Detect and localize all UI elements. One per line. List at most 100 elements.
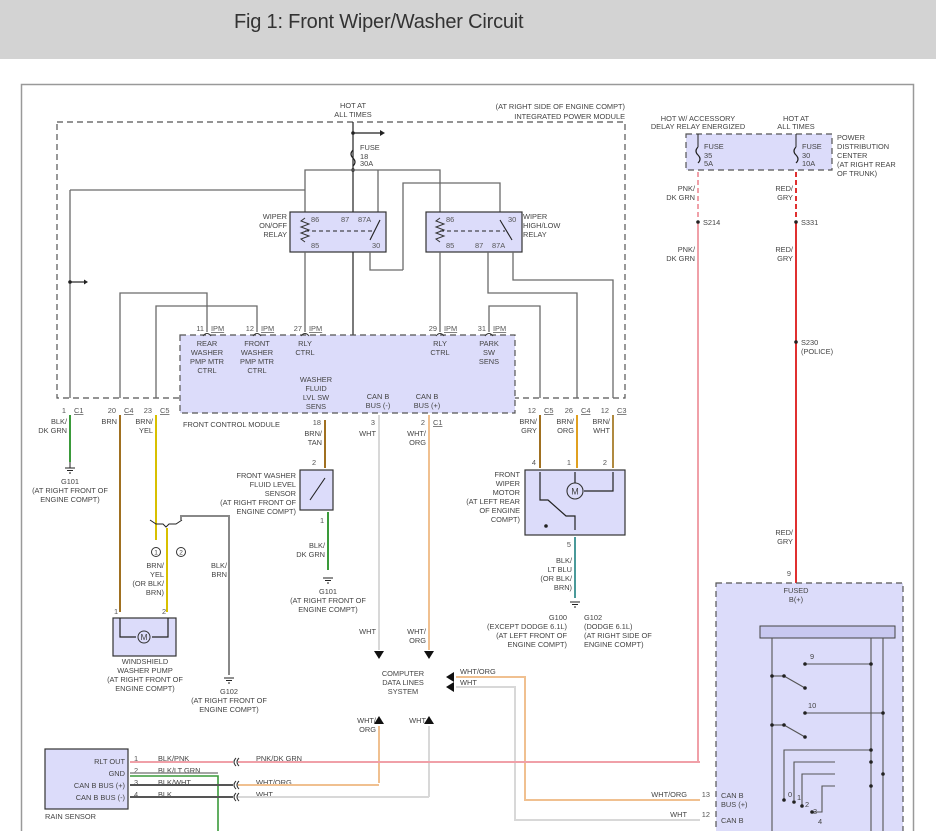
- ground-icon: [224, 677, 234, 684]
- wire-color-label: ORG: [359, 725, 376, 734]
- wire-color-label: BLK/PNK: [158, 754, 189, 763]
- data-lines-label: COMPUTER: [382, 669, 424, 678]
- splice-circle-1: [151, 547, 161, 557]
- washer-pump-label: WINDSHIELD: [122, 657, 168, 666]
- wire-color-label: BLK/: [211, 561, 228, 570]
- front-control-module: [180, 335, 515, 413]
- wire-color-label: GRY: [521, 426, 537, 435]
- splice-label-2: 2: [179, 550, 183, 557]
- pin-connector: C3: [617, 406, 626, 415]
- processor-circuit: [771, 638, 884, 831]
- can-label: CAN B: [721, 816, 744, 825]
- relay-hl-name3: RELAY: [523, 230, 547, 239]
- wire-color-label: BRN): [554, 583, 572, 592]
- wiper-motor-label: (AT LEFT REAR: [466, 497, 520, 506]
- wire-blk-brn: [180, 515, 230, 675]
- fcm-pin-label: PMP MTR: [190, 357, 224, 366]
- fluid-sensor-label: SENSOR: [265, 489, 296, 498]
- relay-onoff-pin-85: 85: [311, 241, 319, 250]
- wire-wht: [456, 686, 700, 821]
- fcm-pin-label: SW: [483, 348, 495, 357]
- splice-dot: [794, 220, 798, 224]
- relay-link-wire: [402, 182, 501, 270]
- fcm-can-minus-label: BUS (-): [366, 401, 391, 410]
- pin-connector: C5: [544, 406, 553, 415]
- wiper-motor-label: MOTOR: [493, 488, 520, 497]
- data-lines-label: DATA LINES: [382, 678, 424, 687]
- fcm-pin-connector: IPM: [309, 324, 322, 333]
- fcm-pin-label: SENS: [479, 357, 499, 366]
- pin-connector: C1: [74, 406, 83, 415]
- ground-label: (AT RIGHT FRONT OF: [290, 596, 366, 605]
- fcm-pin-connector: IPM: [493, 324, 506, 333]
- splice-label: S230: [801, 338, 818, 347]
- fluid-sensor-wire-b: DK GRN: [296, 550, 325, 559]
- fcm-pin-connector: IPM: [261, 324, 274, 333]
- ipm-location: (AT RIGHT SIDE OF ENGINE COMPT): [496, 102, 625, 111]
- wire-color-label: WHT: [409, 716, 426, 725]
- wire-color-label: LT BLU: [548, 565, 572, 574]
- pdc-hot-label: DELAY RELAY ENERGIZED: [651, 122, 745, 131]
- wire-color-label: RED/: [775, 245, 794, 254]
- pdc-name: POWER: [837, 133, 865, 142]
- wiper-motor-pin: 5: [567, 540, 571, 549]
- arrow-icon: [84, 279, 88, 285]
- wire-color-label: WHT/ORG: [256, 778, 292, 787]
- fcm-can-plus-label: BUS (+): [414, 401, 441, 410]
- fcm-can-plus-label: CAN B: [416, 392, 439, 401]
- relay-onoff-pin-86: 86: [311, 215, 319, 224]
- relay-onoff-pin-87a: 87A: [358, 215, 371, 224]
- fluid-sensor-label: (AT RIGHT FRONT OF: [220, 498, 296, 507]
- pin-number: 12: [702, 810, 710, 819]
- wire-color-label: WHT/: [407, 429, 427, 438]
- fused-label: B(+): [789, 595, 803, 604]
- ladder-label: 2: [805, 800, 809, 809]
- relay-switch-contact: [499, 219, 513, 241]
- wire-color-label: BRN: [101, 417, 117, 426]
- fcm-pin-label: PMP MTR: [240, 357, 274, 366]
- junction-dot: [544, 524, 548, 528]
- splice-dot: [794, 340, 798, 344]
- wire-color-label: BLK: [158, 790, 172, 799]
- fcm-can-minus-label: CAN B: [367, 392, 390, 401]
- pdc-hot-label: ALL TIMES: [777, 122, 814, 131]
- figure-header: Fig 1: Front Wiper/Washer Circuit: [0, 0, 936, 59]
- fcm-pin-label: CTRL: [430, 348, 449, 357]
- connector-arc-icon: [300, 333, 310, 337]
- splice-dot: [696, 220, 700, 224]
- wire-color-label: WHT/: [357, 716, 377, 725]
- wire-color-label: (OR BLK/: [132, 579, 165, 588]
- arrow-up-icon: [424, 716, 434, 724]
- wire-color-label: WHT: [670, 810, 687, 819]
- fcm-washer-label: WASHER: [300, 375, 332, 384]
- ground-label: (AT LEFT FRONT OF: [496, 631, 567, 640]
- fcm-pin-number: 29: [429, 324, 437, 333]
- connector-arc-icon: [202, 333, 212, 337]
- wire-color-label: ORG: [409, 636, 426, 645]
- wire-color-label: RED/: [775, 184, 794, 193]
- connector-arc-icon: [484, 333, 494, 337]
- pump-pin-2: 2: [162, 607, 166, 616]
- wiper-onoff-relay: [289, 211, 387, 253]
- arrow-up-icon: [374, 716, 384, 724]
- relay-onoff-name1: WIPER: [263, 212, 287, 221]
- pin-number: 23: [144, 406, 152, 415]
- fluid-sensor-pin-top: 2: [312, 458, 316, 467]
- fcm-pin-label: WASHER: [191, 348, 223, 357]
- fcm-washer-label: FLUID: [305, 384, 326, 393]
- fcm-pin-label: CTRL: [197, 366, 216, 375]
- rain-sensor-pin-label: RLT OUT: [94, 757, 125, 766]
- ground-label: ENGINE COMPT): [584, 640, 644, 649]
- wire-color-label: PNK/DK GRN: [256, 754, 302, 763]
- pin-connector: C5: [160, 406, 169, 415]
- pin-number: 3: [371, 418, 375, 427]
- wire-color-label: ORG: [409, 438, 426, 447]
- relay-onoff-pin-30: 30: [372, 241, 380, 250]
- pin-number: 18: [313, 418, 321, 427]
